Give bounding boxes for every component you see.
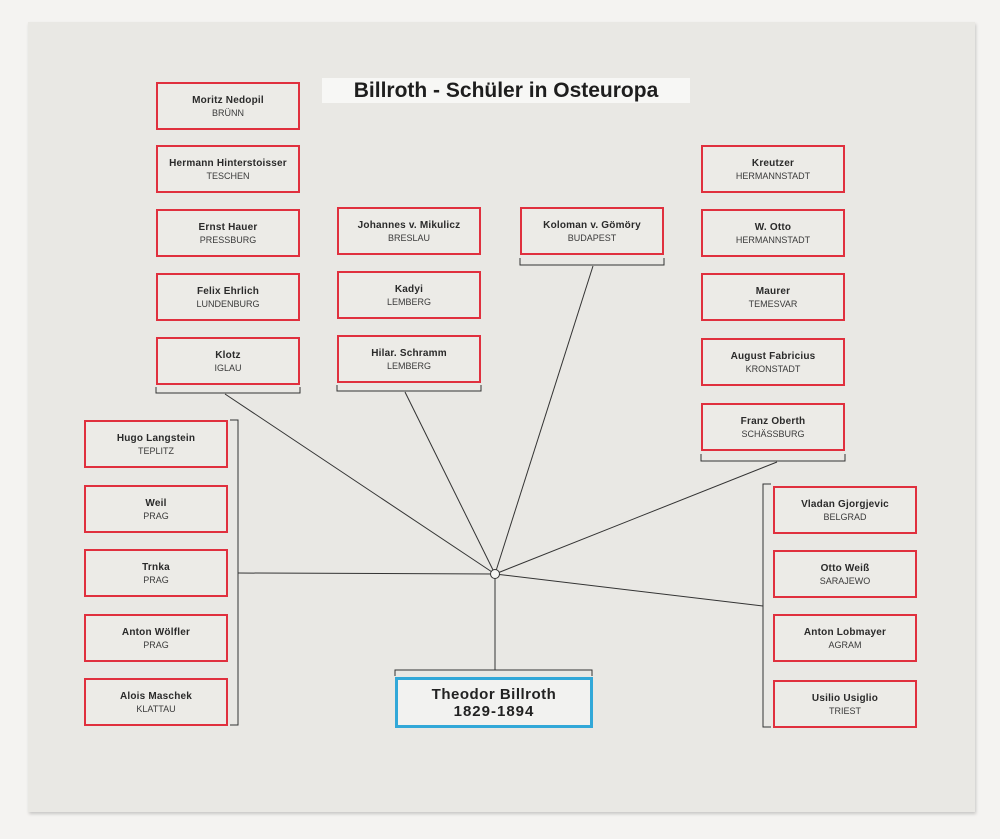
- spoke-south-east: [494, 573, 764, 607]
- student-city: PRESSBURG: [199, 235, 257, 245]
- student-name: Koloman v. Gömöry: [543, 220, 641, 231]
- student-name: Anton Wölfler: [121, 627, 191, 638]
- hub-node: [490, 569, 500, 579]
- spoke-west: [237, 572, 496, 575]
- student-city: KLATTAU: [136, 704, 176, 714]
- student-name: Kreutzer: [751, 158, 795, 169]
- student-city: HERMANNSTADT: [735, 235, 811, 245]
- master-name: Theodor Billroth: [431, 686, 557, 703]
- page-title: Billroth - Schüler in Osteuropa: [322, 78, 690, 103]
- spoke-north-east: [494, 265, 594, 575]
- master-box: Theodor Billroth 1829-1894: [395, 677, 593, 728]
- student-name: Usilio Usiglio: [811, 693, 879, 704]
- student-city: AGRAM: [828, 640, 862, 650]
- student-city: BRÜNN: [211, 108, 244, 118]
- bracket-east: [700, 454, 846, 462]
- student-city: TEMESVAR: [748, 299, 798, 309]
- student-name: Felix Ehrlich: [196, 286, 260, 297]
- spoke-east: [494, 461, 778, 575]
- student-city: IGLAU: [214, 363, 242, 373]
- student-city: LEMBERG: [386, 361, 431, 371]
- student-name: Johannes v. Mikulicz: [357, 220, 461, 231]
- student-name: W. Otto: [754, 222, 792, 233]
- student-name: Anton Lobmayer: [803, 627, 887, 638]
- student-city: LEMBERG: [386, 297, 431, 307]
- student-name: Franz Oberth: [740, 416, 806, 427]
- student-name: Vladan Gjorgjevic: [801, 499, 889, 510]
- student-name: Hilar. Schramm: [371, 348, 447, 359]
- student-name: Weil: [145, 498, 167, 509]
- student-name: Maurer: [755, 286, 791, 297]
- student-city: BRESLAU: [387, 233, 431, 243]
- student-name: Alois Maschek: [119, 691, 193, 702]
- student-city: LUNDENBURG: [196, 299, 260, 309]
- student-city: SCHÄSSBURG: [741, 429, 805, 439]
- spoke-north: [404, 391, 496, 575]
- student-name: August Fabricius: [730, 351, 816, 362]
- master-dates: 1829-1894: [453, 703, 535, 720]
- bracket-north: [336, 385, 482, 392]
- spoke-north-west: [224, 393, 496, 575]
- student-name: Kadyi: [394, 284, 424, 295]
- bracket-north-east: [519, 258, 665, 266]
- student-city: BELGRAD: [823, 512, 867, 522]
- student-name: Klotz: [215, 350, 241, 361]
- student-city: TEPLITZ: [137, 446, 174, 456]
- student-city: BUDAPEST: [567, 233, 617, 243]
- student-city: HERMANNSTADT: [735, 171, 811, 181]
- bracket-center: [394, 669, 593, 676]
- student-city: PRAG: [143, 511, 169, 521]
- bracket-north-west: [155, 387, 301, 394]
- student-name: Otto Weiß: [820, 563, 870, 574]
- bracket-west: [230, 419, 239, 726]
- student-city: SARAJEWO: [819, 576, 871, 586]
- student-city: PRAG: [143, 640, 169, 650]
- student-city: TRIEST: [828, 706, 861, 716]
- student-city: KRONSTADT: [745, 364, 801, 374]
- bracket-south-east: [762, 483, 771, 728]
- student-city: TESCHEN: [206, 171, 250, 181]
- student-city: PRAG: [143, 575, 169, 585]
- student-name: Ernst Hauer: [198, 222, 258, 233]
- student-name: Hermann Hinterstoisser: [169, 158, 287, 169]
- student-name: Trnka: [142, 562, 170, 573]
- student-name: Moritz Nedopil: [192, 95, 264, 106]
- student-name: Hugo Langstein: [116, 433, 196, 444]
